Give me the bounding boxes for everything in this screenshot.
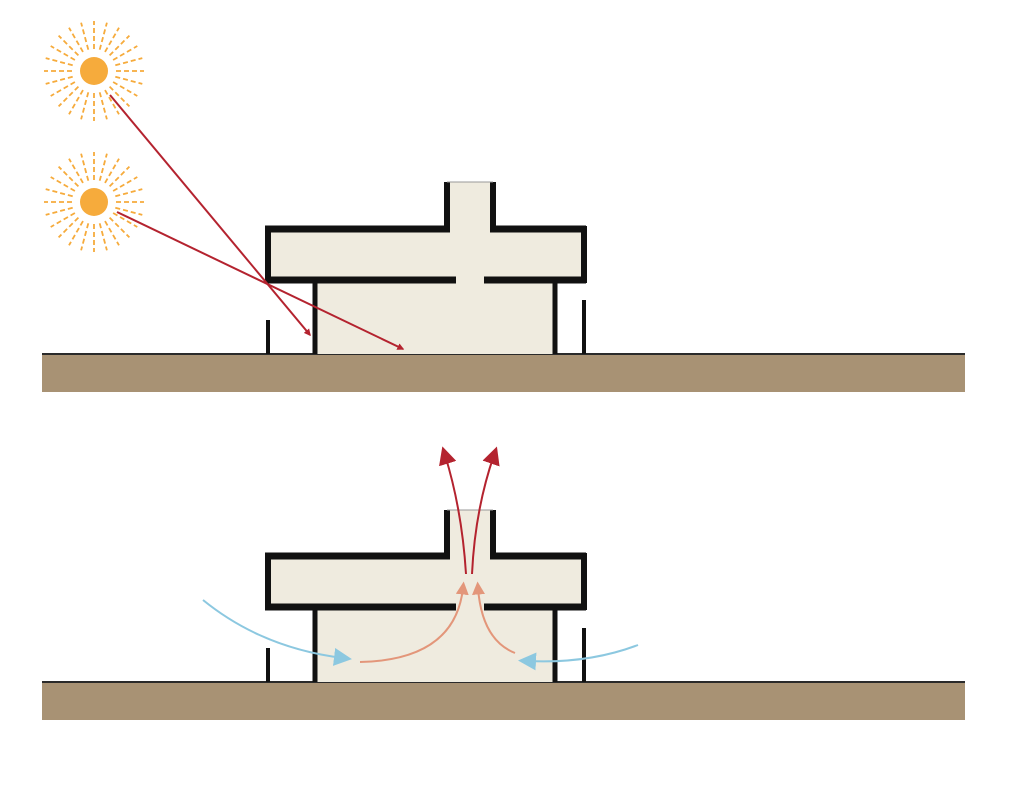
ground	[42, 682, 965, 720]
sun-high-icon	[44, 21, 144, 121]
sun-ray	[108, 34, 131, 57]
sun-ray	[108, 165, 131, 188]
sun-ray	[80, 92, 90, 120]
sun-disc	[80, 188, 108, 216]
sun-ray	[104, 27, 120, 53]
sun-ray	[112, 212, 138, 228]
sun-ray	[57, 165, 80, 188]
sun-ray	[57, 216, 80, 239]
sun-ray	[112, 45, 138, 61]
chimney	[447, 510, 493, 558]
sun-ray	[98, 153, 108, 181]
chimney	[447, 182, 493, 231]
solar-heating-panel	[42, 21, 965, 392]
ground	[42, 354, 965, 392]
sun-ray	[80, 22, 90, 50]
sun-ray	[50, 81, 76, 97]
sun-ray	[68, 158, 84, 184]
roof-slab	[268, 556, 584, 609]
sun-ray	[68, 89, 84, 115]
sun-ray	[57, 85, 80, 108]
sunlight-ray-low	[116, 211, 405, 350]
sun-ray	[112, 81, 138, 97]
sun-ray	[68, 220, 84, 246]
sun-low-icon	[44, 152, 144, 252]
sun-ray	[68, 27, 84, 53]
sun-disc	[80, 57, 108, 85]
sun-ray	[45, 57, 73, 67]
sunlight-ray-high	[109, 94, 311, 337]
sun-ray	[50, 212, 76, 228]
cool-air-inflow-left	[202, 599, 352, 666]
sun-ray	[115, 75, 143, 85]
sun-ray	[98, 22, 108, 50]
sun-ray	[50, 176, 76, 192]
sun-ray	[104, 220, 120, 246]
hot-air-exhaust-left	[439, 446, 467, 575]
interior-room	[315, 282, 555, 354]
sun-ray	[108, 85, 131, 108]
sun-ray	[98, 223, 108, 251]
warm-air-rising-right	[472, 581, 516, 654]
sun-ray	[45, 188, 73, 198]
sun-ray	[45, 206, 73, 216]
sun-ray	[80, 223, 90, 251]
sun-ray	[112, 176, 138, 192]
sun-ray	[104, 158, 120, 184]
building	[265, 181, 587, 354]
ventilation-panel	[42, 446, 965, 720]
building	[265, 509, 587, 682]
sun-ray	[115, 188, 143, 198]
sun-ray	[57, 34, 80, 57]
sun-ray	[80, 153, 90, 181]
sun-ray	[108, 216, 131, 239]
sun-ray	[115, 206, 143, 216]
sun-ray	[45, 75, 73, 85]
sun-ray	[104, 89, 120, 115]
warm-air-rising-left	[359, 581, 469, 663]
interior-room	[315, 609, 555, 682]
sun-ray	[98, 92, 108, 120]
sun-ray	[50, 45, 76, 61]
hot-air-exhaust-right	[471, 446, 500, 575]
sun-ray	[115, 57, 143, 67]
cool-air-inflow-right	[518, 644, 639, 671]
roof-slab	[268, 229, 584, 282]
